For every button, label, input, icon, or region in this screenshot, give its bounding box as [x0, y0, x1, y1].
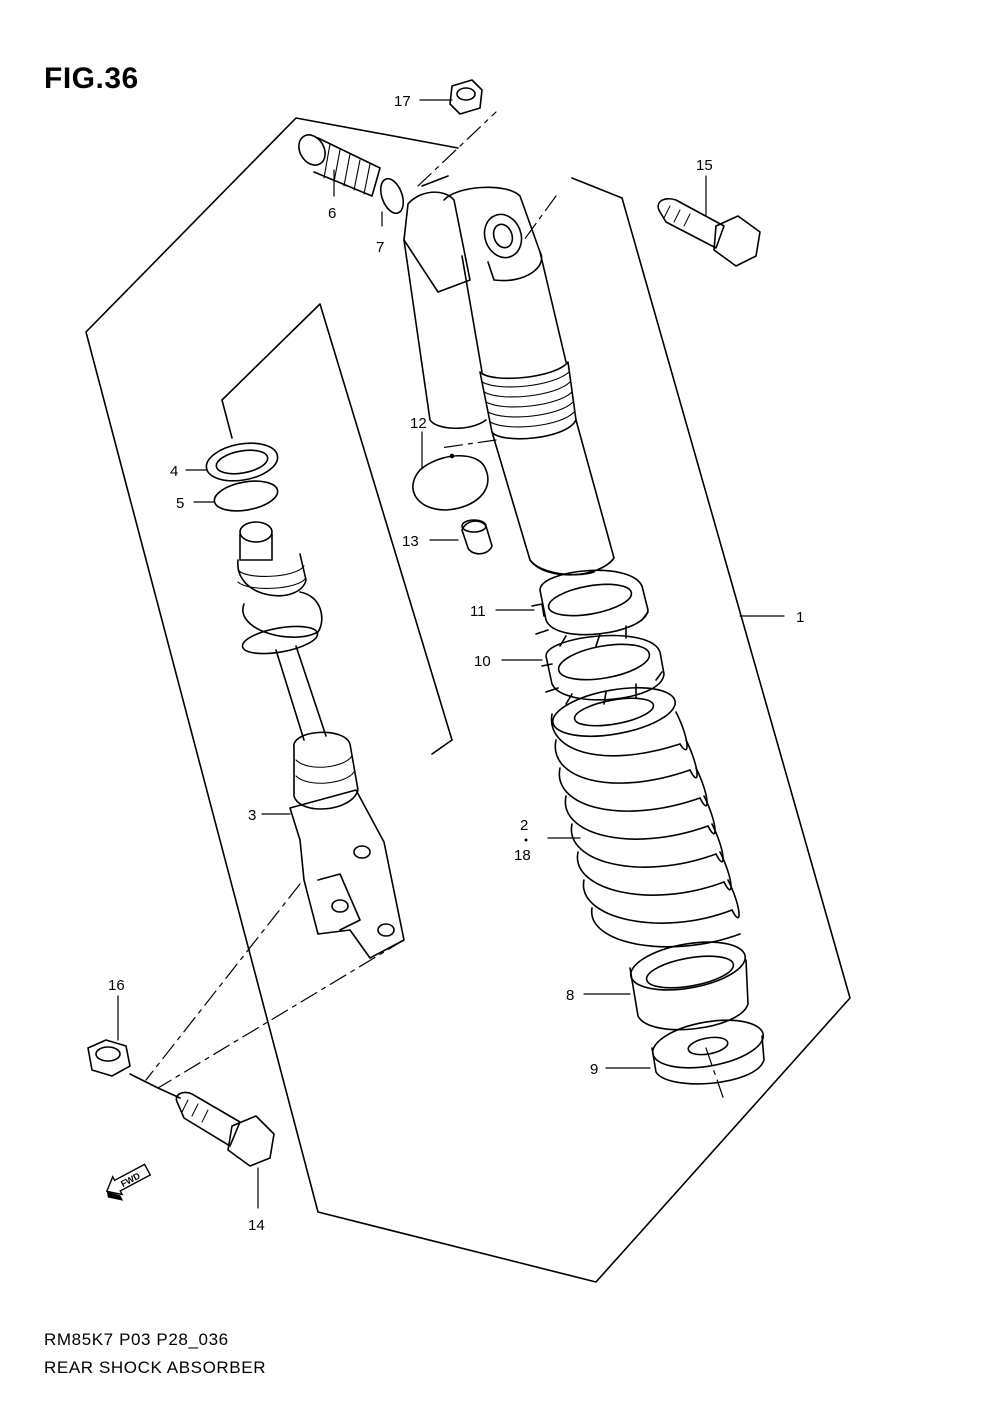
callout-8: 8	[566, 987, 574, 1004]
alignment-lines	[145, 111, 725, 1101]
upper-bushing-part	[298, 134, 381, 197]
figure-title: FIG.36	[44, 62, 139, 95]
callout-5: 5	[176, 495, 184, 512]
stopper-part	[651, 1019, 765, 1085]
callout-labels: 1 2 3 4 5 6 7 8 9 10 11 12 13 14 15 16 1…	[108, 93, 804, 1234]
ring-5-part	[213, 480, 279, 512]
upper-bolt-part	[657, 197, 761, 267]
piston-rod-assembly	[237, 521, 405, 959]
callout-3: 3	[248, 807, 256, 824]
figure-description: REAR SHOCK ABSORBER	[44, 1358, 267, 1377]
figure-code: RM85K7 P03 P28_036	[44, 1330, 229, 1349]
nut-part	[449, 79, 483, 115]
circlip-part	[412, 454, 489, 511]
callout-16: 16	[108, 977, 125, 994]
callout-14: 14	[248, 1217, 265, 1234]
callout-13: 13	[402, 533, 419, 550]
shock-body	[403, 186, 615, 576]
fwd-arrow-icon: FWD	[105, 1163, 152, 1201]
valve-cap-part	[461, 519, 493, 555]
callout-7: 7	[376, 239, 384, 256]
callout-4: 4	[170, 463, 178, 480]
lock-nut-10-part	[541, 634, 665, 705]
callout-11: 11	[470, 603, 486, 620]
callout-12: 12	[410, 415, 427, 432]
callout-15: 15	[696, 157, 713, 174]
callout-17: 17	[394, 93, 411, 110]
callout-9: 9	[590, 1061, 598, 1078]
callout-18: 18	[514, 847, 531, 864]
ring-part	[379, 177, 405, 215]
callout-10: 10	[474, 653, 491, 670]
lower-bolt-part	[175, 1091, 275, 1167]
spring-guide-part	[629, 941, 749, 1031]
callout-6: 6	[328, 205, 336, 222]
leader-lines	[117, 99, 785, 1209]
callout-2: 2	[520, 817, 528, 834]
subassembly-outline-frame	[221, 303, 453, 755]
lower-nut-part	[87, 1039, 131, 1077]
coil-spring-part	[550, 687, 741, 948]
ring-4-part	[205, 442, 279, 482]
assembly-outline-frame	[85, 117, 851, 1283]
callout-1: 1	[796, 609, 804, 626]
lock-nut-11-part	[531, 569, 649, 647]
